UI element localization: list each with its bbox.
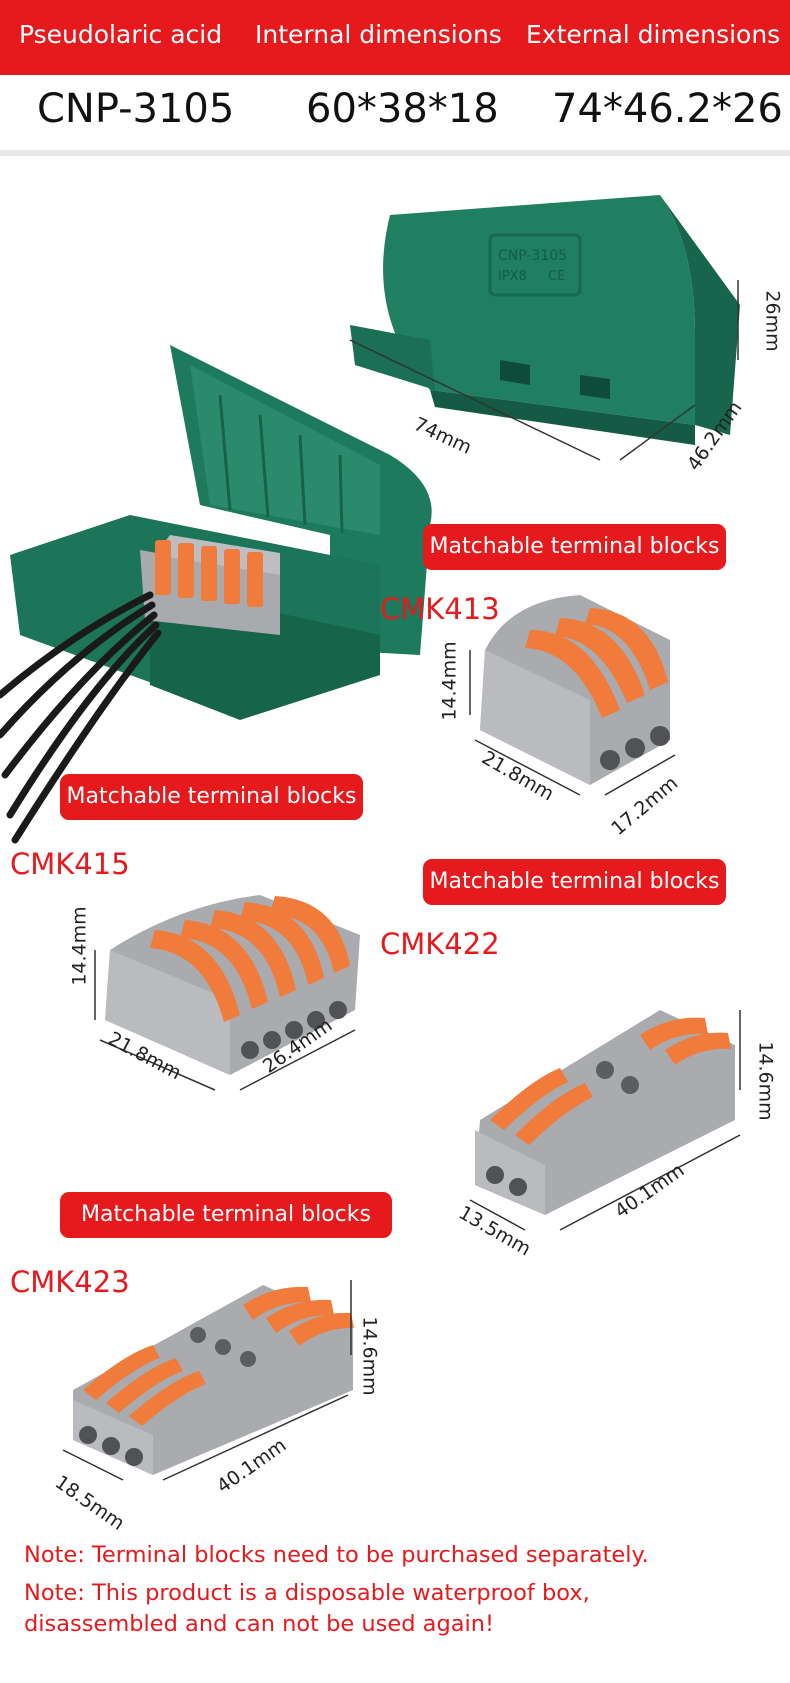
cmk422-tag: Matchable terminal blocks xyxy=(423,859,726,905)
note-disposable-line2: disassembled and can not be used again! xyxy=(24,1611,495,1637)
cmk423-height-label: 14.6mm xyxy=(358,1316,381,1396)
cmk422-model: CMK422 xyxy=(380,927,500,961)
model-value: CNP-3105 xyxy=(37,86,235,132)
cmk415-model: CMK415 xyxy=(10,847,130,881)
cmk413-height-label: 14.4mm xyxy=(438,641,461,721)
cmk423-tag: Matchable terminal blocks xyxy=(60,1192,392,1238)
external-dimensions-value: 74*46.2*26 xyxy=(552,86,783,132)
spec-table-header: Pseudolaric acid Internal dimensions Ext… xyxy=(0,0,790,75)
internal-dimensions-value: 60*38*18 xyxy=(306,86,499,132)
cmk415-tag: Matchable terminal blocks xyxy=(60,774,363,820)
box-emboss-rating: IPX8 xyxy=(498,269,527,284)
cmk415-illustration xyxy=(94,895,360,1091)
cmk422-illustration xyxy=(469,1010,741,1231)
cmk422-height-label: 14.6mm xyxy=(754,1041,777,1121)
note-purchase-separately: Note: Terminal blocks need to be purchas… xyxy=(24,1542,649,1568)
header-divider xyxy=(0,150,790,156)
open-box-illustration xyxy=(0,345,432,844)
box-emboss-model: CNP-3105 xyxy=(498,248,567,264)
column-header-model: Pseudolaric acid xyxy=(19,20,223,49)
cmk423-model: CMK423 xyxy=(10,1265,130,1299)
cmk413-tag: Matchable terminal blocks xyxy=(423,524,726,570)
column-header-internal: Internal dimensions xyxy=(255,20,502,49)
cmk423-width-label: 18.5mm xyxy=(50,1471,129,1535)
cmk413-illustration xyxy=(469,595,676,796)
note-disposable-line1: Note: This product is a disposable water… xyxy=(24,1580,590,1606)
cmk415-height-label: 14.4mm xyxy=(68,906,91,986)
closed-box-illustration: CNP-3105 IPX8 CE xyxy=(349,195,740,461)
box-height-label: 26mm xyxy=(761,290,784,352)
cmk423-illustration xyxy=(62,1280,354,1481)
cmk413-model: CMK413 xyxy=(380,592,500,626)
column-header-external: External dimensions xyxy=(526,20,781,49)
box-emboss-mark: CE xyxy=(548,269,565,284)
